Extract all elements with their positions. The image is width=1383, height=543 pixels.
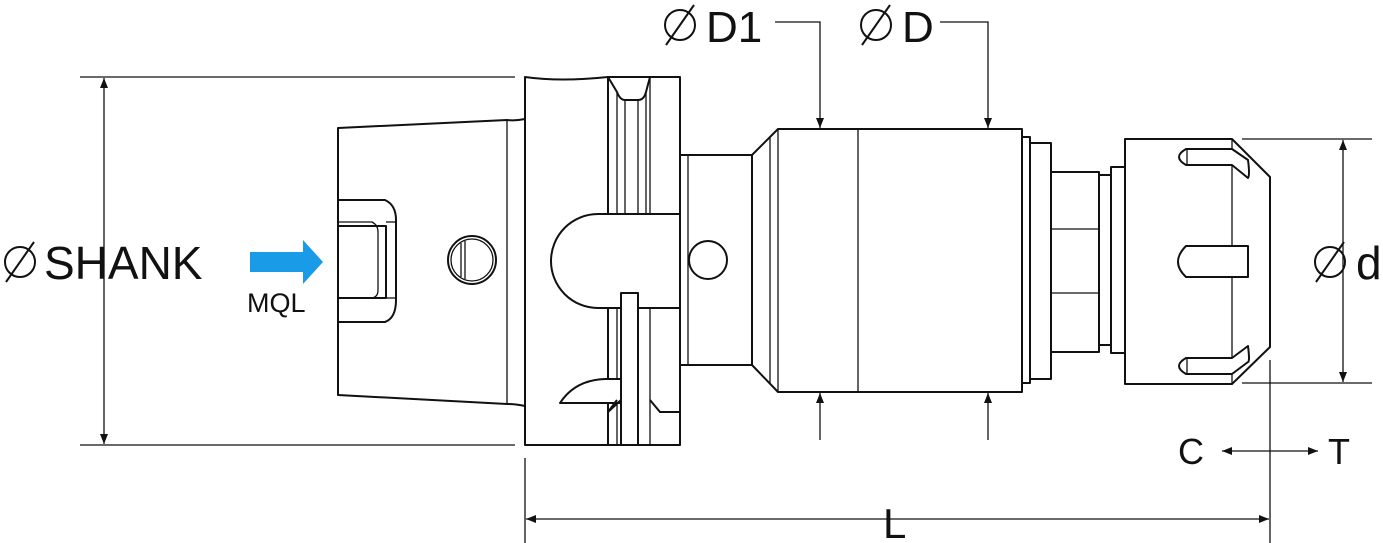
neck: [679, 154, 753, 366]
diameter-icon: [1314, 241, 1346, 283]
body: [751, 128, 1052, 393]
collet-diameter-dimension: [1242, 138, 1372, 384]
collet-d-label: d: [1356, 237, 1382, 289]
flange: [524, 76, 681, 446]
diameter-icon: [664, 4, 696, 46]
nut-stem: [1050, 166, 1126, 354]
length-dimension: [524, 360, 1318, 543]
t-label: T: [1328, 431, 1350, 472]
l-label: L: [883, 500, 906, 543]
c-label: C: [1178, 431, 1204, 472]
mql-arrow-icon: [250, 240, 323, 284]
collet-nut: [1124, 138, 1271, 385]
d-dimension: [940, 21, 992, 440]
d1-dimension: [775, 21, 824, 440]
taper-shank: [337, 118, 526, 407]
diameter-icon: [860, 4, 892, 46]
mql-label: MQL: [247, 288, 306, 318]
diameter-icon: [4, 241, 36, 283]
d1-label: D1: [706, 3, 762, 52]
shank-label: SHANK: [44, 237, 203, 289]
screw-icon: [447, 235, 497, 285]
shank-dimension: [80, 76, 515, 446]
d-label: D: [902, 3, 934, 52]
